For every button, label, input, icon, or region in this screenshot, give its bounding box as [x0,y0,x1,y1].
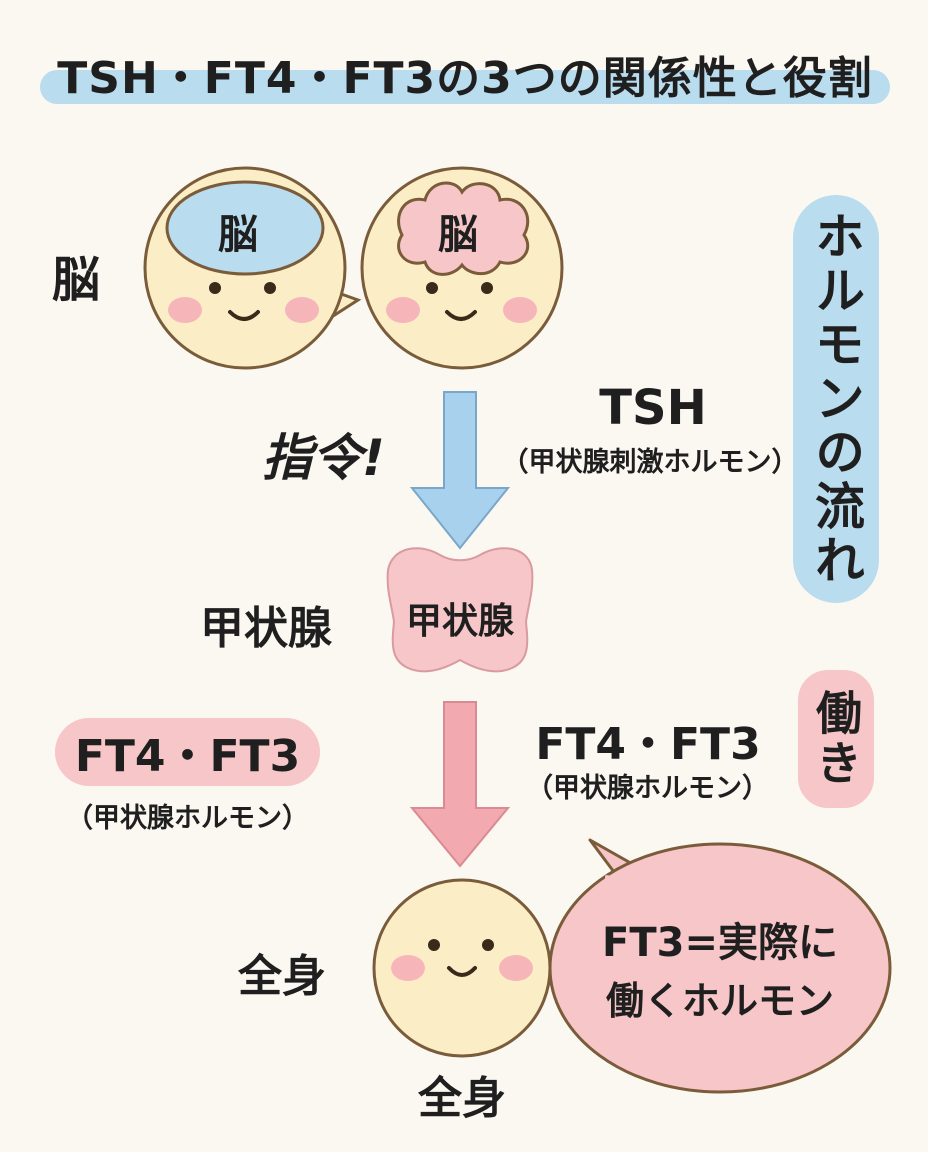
bubble-line-1: FT3=実際に [602,920,838,966]
thyroid-icon [386,547,534,673]
page-title: TSH・FT4・FT3の3つの関係性と役割 [57,53,873,104]
ft-left-name: FT4・FT3 [55,718,320,786]
brain-icon-label-pink: 脳 [438,212,478,258]
body-label: 全身 [238,951,326,1002]
title-banner: TSH・FT4・FT3の3つの関係性と役割 [40,42,890,112]
body-bottom-label: 全身 [418,1073,506,1124]
thyroid-icon-label: 甲状腺 [405,601,514,642]
command-label: 指令! [262,429,385,487]
brain-face-right [360,166,564,370]
brain-face-left [143,166,362,370]
speech-bubble [548,838,892,1094]
arrow-down-pink-icon [409,701,511,868]
ft-right-name: FT4・FT3 [535,719,761,770]
brain-icon [397,181,530,276]
brain-label: 脳 [52,252,101,308]
arrow-down-blue-icon [409,391,511,550]
body-face [372,878,552,1058]
thyroid-label: 甲状腺 [200,603,332,654]
title-highlight [40,70,890,104]
bubble-line-2: 働くホルモン [605,979,834,1023]
brain-region-blue [165,180,325,276]
tsh-name: TSH [599,380,707,436]
brain-icon-label-blue: 脳 [218,212,258,258]
ft-right-description: （甲状腺ホルモン） [526,773,769,804]
tsh-description: （甲状腺刺激ホルモン） [501,447,799,478]
function-label: 働き [798,670,874,808]
hormone-flow-label: ホルモンの流れ [793,195,879,603]
ft-left-description: （甲状腺ホルモン） [66,803,309,834]
